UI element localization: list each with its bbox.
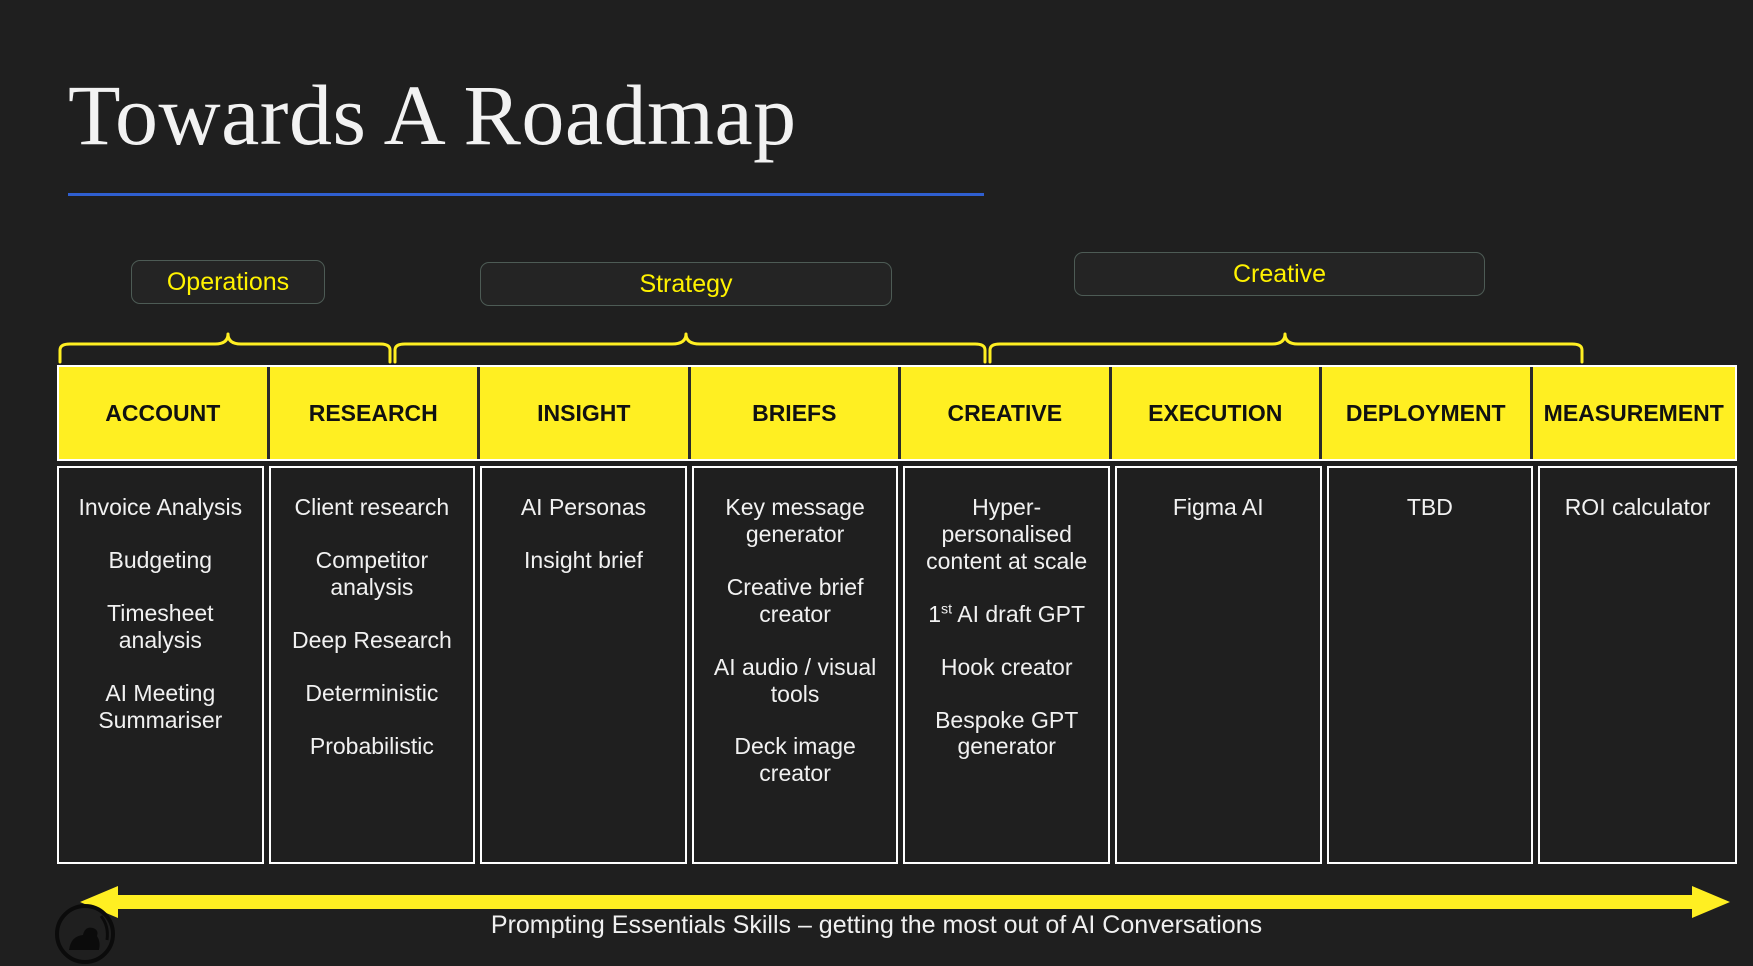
group-pill-label: Creative [1232,259,1327,288]
group-pill-label: Operations [166,267,290,296]
table-cell-creative[interactable]: Hyper-personalised content at scale 1st A… [903,466,1110,864]
cell-item: 1st AI draft GPT [928,600,1086,627]
cell-item: AI Meeting Summariser [98,679,223,733]
table-cell-measurement[interactable]: ROI calculator [1538,466,1737,864]
table-header-creative[interactable]: CREATIVE [901,367,1112,459]
cell-item: Budgeting [108,546,213,573]
cell-item: AI Personas [520,494,647,520]
cell-item: Deck image creator [734,733,856,787]
cell-item: Creative brief creator [726,573,864,627]
table-cell-deployment[interactable]: TBD [1326,466,1534,864]
bidirectional-arrow-icon [80,886,1730,918]
cell-item: Key message generator [725,494,865,547]
title-underline-rule [68,193,984,196]
group-pill-creative[interactable]: Creative [1074,252,1485,296]
table-header-measurement[interactable]: MEASUREMENT [1532,367,1736,459]
cell-item: Figma AI [1172,494,1264,520]
table-header-briefs[interactable]: BRIEFS [690,367,901,459]
cell-item: Probabilistic [309,732,434,759]
roadmap-table: ACCOUNT RESEARCH INSIGHT BRIEFS CREATIVE… [57,365,1737,864]
group-pill-strategy[interactable]: Strategy [480,262,892,306]
table-header-research[interactable]: RESEARCH [269,367,480,459]
cell-item: Bespoke GPT generator [935,706,1079,760]
table-cell-execution[interactable]: Figma AI [1114,466,1322,864]
cell-item: Deterministic [305,679,439,706]
cell-item: Timesheet analysis [107,599,214,653]
cell-item: ROI calculator [1564,494,1711,520]
cell-item: Invoice Analysis [78,494,243,520]
table-header-execution[interactable]: EXECUTION [1111,367,1322,459]
page-title: Towards A Roadmap [68,67,797,163]
cell-item: TBD [1406,494,1453,520]
table-header-insight[interactable]: INSIGHT [480,367,691,459]
footer-caption: Prompting Essentials Skills – getting th… [490,911,1263,939]
cell-item: Hook creator [940,653,1073,680]
cell-item: Insight brief [524,546,643,573]
cell-item: Hyper-personalised content at scale [926,494,1088,574]
cell-item: Competitor analysis [315,546,429,600]
cell-item: Deep Research [291,626,452,653]
group-brace-connectors [58,332,1584,364]
table-header-account[interactable]: ACCOUNT [59,367,270,459]
table-header-row: ACCOUNT RESEARCH INSIGHT BRIEFS CREATIVE… [57,365,1737,461]
table-header-deployment[interactable]: DEPLOYMENT [1322,367,1533,459]
brand-logo-icon [55,904,115,964]
cell-item: AI audio / visual tools [713,653,877,707]
cell-item: Client research [294,494,450,520]
group-pill-operations[interactable]: Operations [131,260,325,304]
group-pill-label: Strategy [639,269,733,298]
